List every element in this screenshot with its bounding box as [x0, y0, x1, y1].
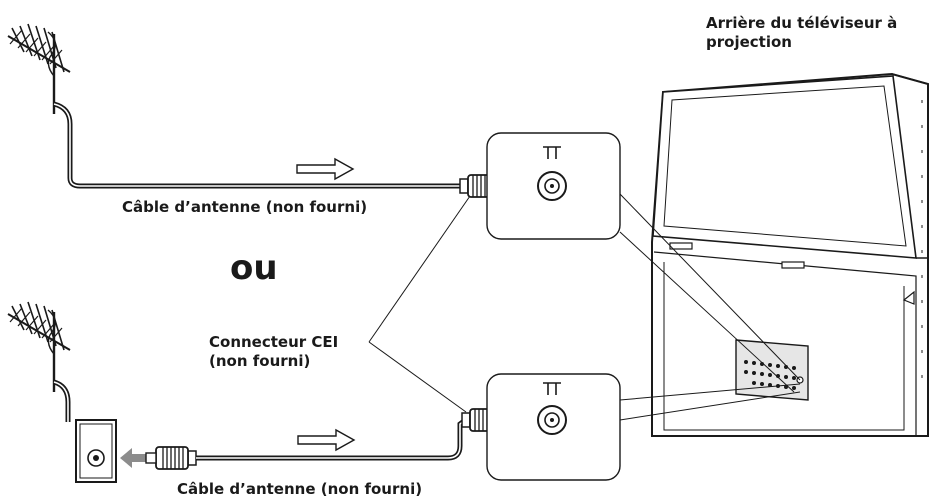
outlet-connection-arrow	[120, 448, 146, 468]
top-cable-label: Câble d’antenne (non fourni)	[122, 198, 368, 216]
bottom-cable-label: Câble d’antenne (non fourni)	[177, 480, 423, 498]
tv-rear-label: Arrière du téléviseur à projection	[706, 14, 898, 51]
bottom-antenna-icon	[6, 300, 72, 394]
bottom-antenna-socket	[537, 405, 567, 435]
wall-outlet-icon	[75, 419, 117, 483]
outlet-cable-plug	[145, 446, 197, 470]
top-antenna-socket	[537, 171, 567, 201]
bottom-callout-lines	[619, 383, 801, 421]
iec-connector-label-line2: (non fourni)	[209, 352, 311, 370]
top-antenna-cable	[53, 101, 460, 189]
top-flow-arrow-icon	[296, 158, 354, 180]
iec-connector-label: Connecteur CEI (non fourni)	[209, 333, 338, 371]
projection-tv	[651, 72, 929, 437]
iec-connector-pointer	[368, 195, 471, 413]
iec-connector-label-line1: Connecteur CEI	[209, 333, 339, 351]
bottom-flow-arrow-icon	[297, 429, 355, 451]
or-label: ou	[230, 248, 278, 288]
top-callout-lines	[619, 193, 801, 393]
top-antenna-icon	[6, 22, 72, 116]
